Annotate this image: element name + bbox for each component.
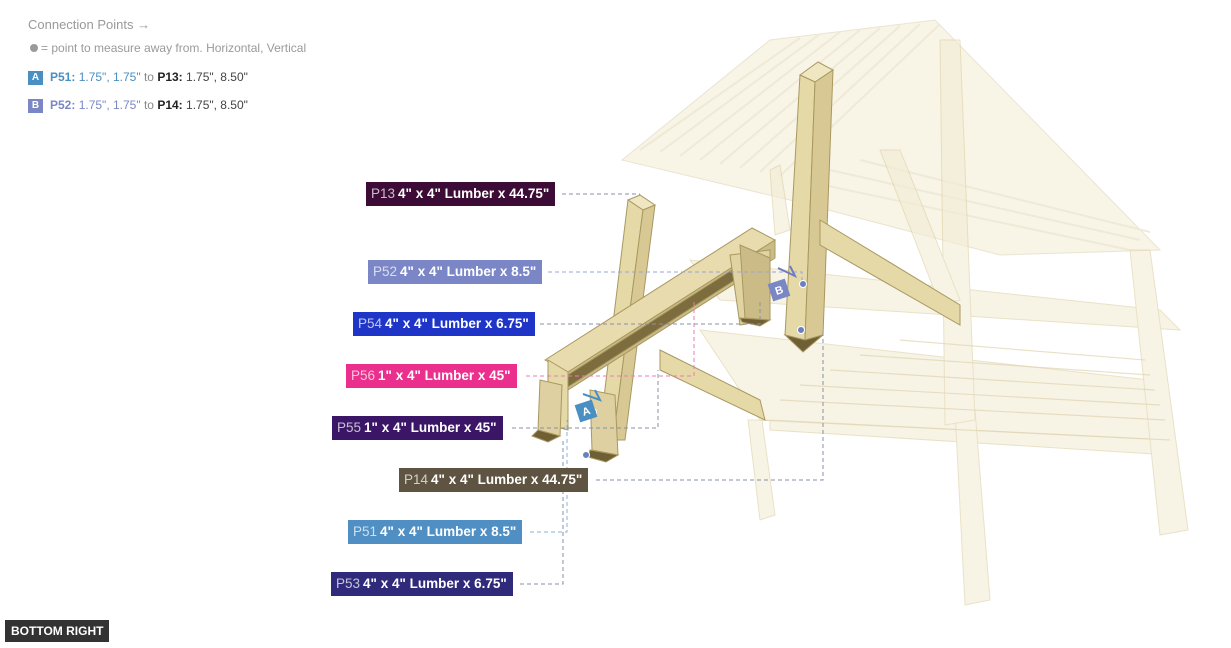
connection-to-id: P14: (157, 98, 183, 112)
part-id: P14 (404, 472, 429, 487)
connection-from-value: 1.75", 1.75" (78, 98, 141, 112)
part-desc: 4" x 4" Lumber x 44.75" (431, 472, 583, 487)
svg-text:A: A (581, 405, 592, 419)
badge-a: A (28, 71, 43, 85)
part-id: P55 (337, 420, 362, 435)
dot-icon (30, 44, 38, 52)
part-desc: 4" x 4" Lumber x 8.5" (400, 264, 537, 279)
connection-arrows (582, 265, 798, 402)
connection-to-value: 1.75", 8.50" (186, 98, 248, 112)
connection-to-word: to (143, 98, 154, 112)
marker-b: B (767, 278, 791, 302)
connection-row-a: A P51: 1.75", 1.75" to P13: 1.75", 8.50" (28, 69, 248, 85)
leader-lines (512, 193, 824, 585)
part-id: P53 (336, 576, 361, 591)
part-id: P52 (373, 264, 398, 279)
connection-from-id: P52: (50, 98, 76, 112)
part-id: P13 (371, 186, 396, 201)
connection-from-value: 1.75", 1.75" (78, 70, 141, 84)
connection-from-id: P51: (50, 70, 76, 84)
part-id: P56 (351, 368, 376, 383)
connection-row-b: B P52: 1.75", 1.75" to P14: 1.75", 8.50" (28, 97, 248, 113)
roof-ghost (620, 19, 1162, 256)
connection-to-id: P13: (157, 70, 183, 84)
note-text: = point to measure away from. Horizontal… (41, 41, 307, 55)
highlighted-lumber (531, 61, 961, 463)
connection-to-value: 1.75", 8.50" (186, 70, 248, 84)
badge-b: B (28, 99, 43, 113)
part-desc: 4" x 4" Lumber x 8.5" (380, 524, 517, 539)
part-id: P54 (358, 316, 383, 331)
part-id: P51 (353, 524, 378, 539)
part-desc: 1" x 4" Lumber x 45" (364, 420, 497, 435)
part-desc: 1" x 4" Lumber x 45" (378, 368, 511, 383)
marker-a: A (574, 399, 598, 423)
connection-points-note: = point to measure away from. Horizontal… (30, 41, 306, 55)
part-desc: 4" x 4" Lumber x 6.75" (363, 576, 507, 591)
part-desc: 4" x 4" Lumber x 6.75" (385, 316, 529, 331)
view-button-bottom-right[interactable]: BOTTOM RIGHT (5, 620, 110, 642)
connection-points-title: Connection Points → (28, 17, 151, 32)
connection-to-word: to (143, 70, 154, 84)
svg-text:B: B (774, 284, 785, 298)
part-desc: 4" x 4" Lumber x 44.75" (398, 186, 550, 201)
